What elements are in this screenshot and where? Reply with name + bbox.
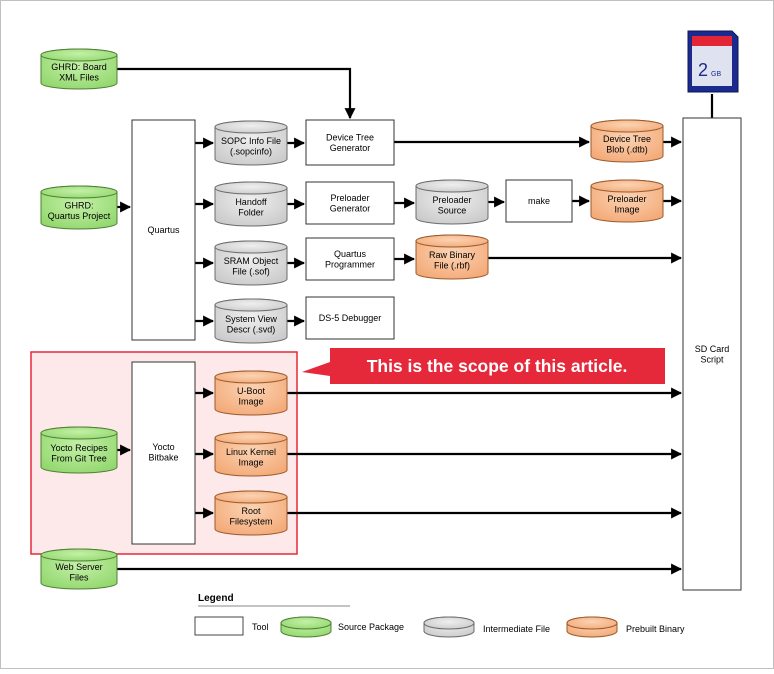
legend-prebuilt-label: Prebuilt Binary: [626, 624, 685, 634]
linux-kernel-node-line: Image: [238, 457, 263, 467]
make-tool-node-line: make: [528, 196, 550, 206]
legend-title: Legend: [198, 593, 234, 604]
sd-card-capacity: 2: [698, 60, 708, 80]
ghrd-board-xml-node-line: GHRD: Board: [51, 62, 107, 72]
device-tree-generator-node-line: Device Tree: [326, 132, 374, 142]
yocto-bitbake-tool-node-line: Bitbake: [148, 452, 178, 462]
sopc-info-node: SOPC Info File(.sopcinfo): [214, 120, 288, 166]
ds5-debugger-node-line: DS-5 Debugger: [319, 313, 382, 323]
uboot-image-node-line: Image: [238, 396, 263, 406]
device-tree-blob-node-line: Blob (.dtb): [606, 144, 648, 154]
ghrd-board-xml-node-line: XML Files: [59, 72, 99, 82]
edge-board-to-dtgen: [117, 67, 356, 120]
legend-prebuilt-swatch: [566, 616, 618, 638]
handoff-folder-node-line: Handoff: [235, 197, 267, 207]
root-filesystem-node-line: Filesystem: [229, 516, 272, 526]
legend-intermediate-label: Intermediate File: [483, 624, 550, 634]
preloader-source-node-line: Source: [438, 205, 467, 215]
sopc-info-node-line: SOPC Info File: [221, 136, 281, 146]
uboot-image-node-line: U-Boot: [237, 386, 266, 396]
legend-intermediate-swatch: [423, 616, 475, 638]
legend-tool-label: Tool: [252, 622, 269, 632]
sram-object-node-line: File (.sof): [232, 266, 270, 276]
device-tree-generator-node-line: Generator: [330, 143, 371, 153]
preloader-generator-node-line: Preloader: [330, 193, 369, 203]
callout-text: This is the scope of this article.: [367, 356, 628, 376]
yocto-recipes-node-line: Yocto Recipes: [50, 443, 108, 453]
web-server-files-node-line: Files: [69, 572, 89, 582]
ghrd-quartus-project-node-line: GHRD:: [65, 200, 94, 210]
preloader-image-node-line: Preloader: [607, 194, 646, 204]
scope-callout: This is the scope of this article.: [302, 348, 665, 384]
web-server-files-node-line: Web Server: [55, 562, 102, 572]
legend-source-label: Source Package: [338, 622, 404, 632]
system-view-node-line: System View: [225, 314, 277, 324]
legend-tool-swatch: [194, 616, 244, 636]
quartus-programmer-node-line: Programmer: [325, 259, 375, 269]
quartus-tool-node: Quartus: [131, 119, 196, 341]
legend-source-swatch: [280, 616, 332, 638]
linux-kernel-node-line: Linux Kernel: [226, 447, 276, 457]
sd-card-script-node-line: SD Card: [695, 344, 730, 354]
system-view-node-line: Descr (.svd): [227, 324, 276, 334]
ds5-debugger-node: DS-5 Debugger: [305, 296, 395, 340]
connectors: [117, 67, 714, 575]
legend-cylinder-swatches: [280, 616, 618, 638]
ghrd-quartus-project-node-line: Quartus Project: [48, 211, 111, 221]
preloader-generator-node-line: Generator: [330, 203, 371, 213]
handoff-folder-node-line: Folder: [238, 207, 264, 217]
quartus-tool-node-line: Quartus: [147, 225, 180, 235]
sd-card-icon: 2 GB: [687, 30, 739, 93]
raw-binary-node-line: Raw Binary: [429, 250, 476, 260]
sd-card-script-node-line: Script: [700, 354, 724, 364]
preloader-image-node-line: Image: [614, 204, 639, 214]
sram-object-node-line: SRAM Object: [224, 256, 279, 266]
device-tree-blob-node-line: Device Tree: [603, 134, 651, 144]
sopc-info-node-line: (.sopcinfo): [230, 146, 272, 156]
root-filesystem-node-line: Root: [241, 506, 261, 516]
sd-card-unit: GB: [711, 71, 721, 78]
ghrd-quartus-project-node: GHRD:Quartus Project: [40, 185, 118, 230]
make-tool-node: make: [505, 179, 573, 223]
yocto-bitbake-tool-node-line: Yocto: [152, 442, 174, 452]
quartus-programmer-node-line: Quartus: [334, 249, 367, 259]
raw-binary-node-line: File (.rbf): [434, 260, 470, 270]
legend: Legend Tool Source Package Intermediate …: [194, 593, 685, 638]
yocto-recipes-node-line: From Git Tree: [51, 453, 107, 463]
preloader-source-node-line: Preloader: [432, 195, 471, 205]
